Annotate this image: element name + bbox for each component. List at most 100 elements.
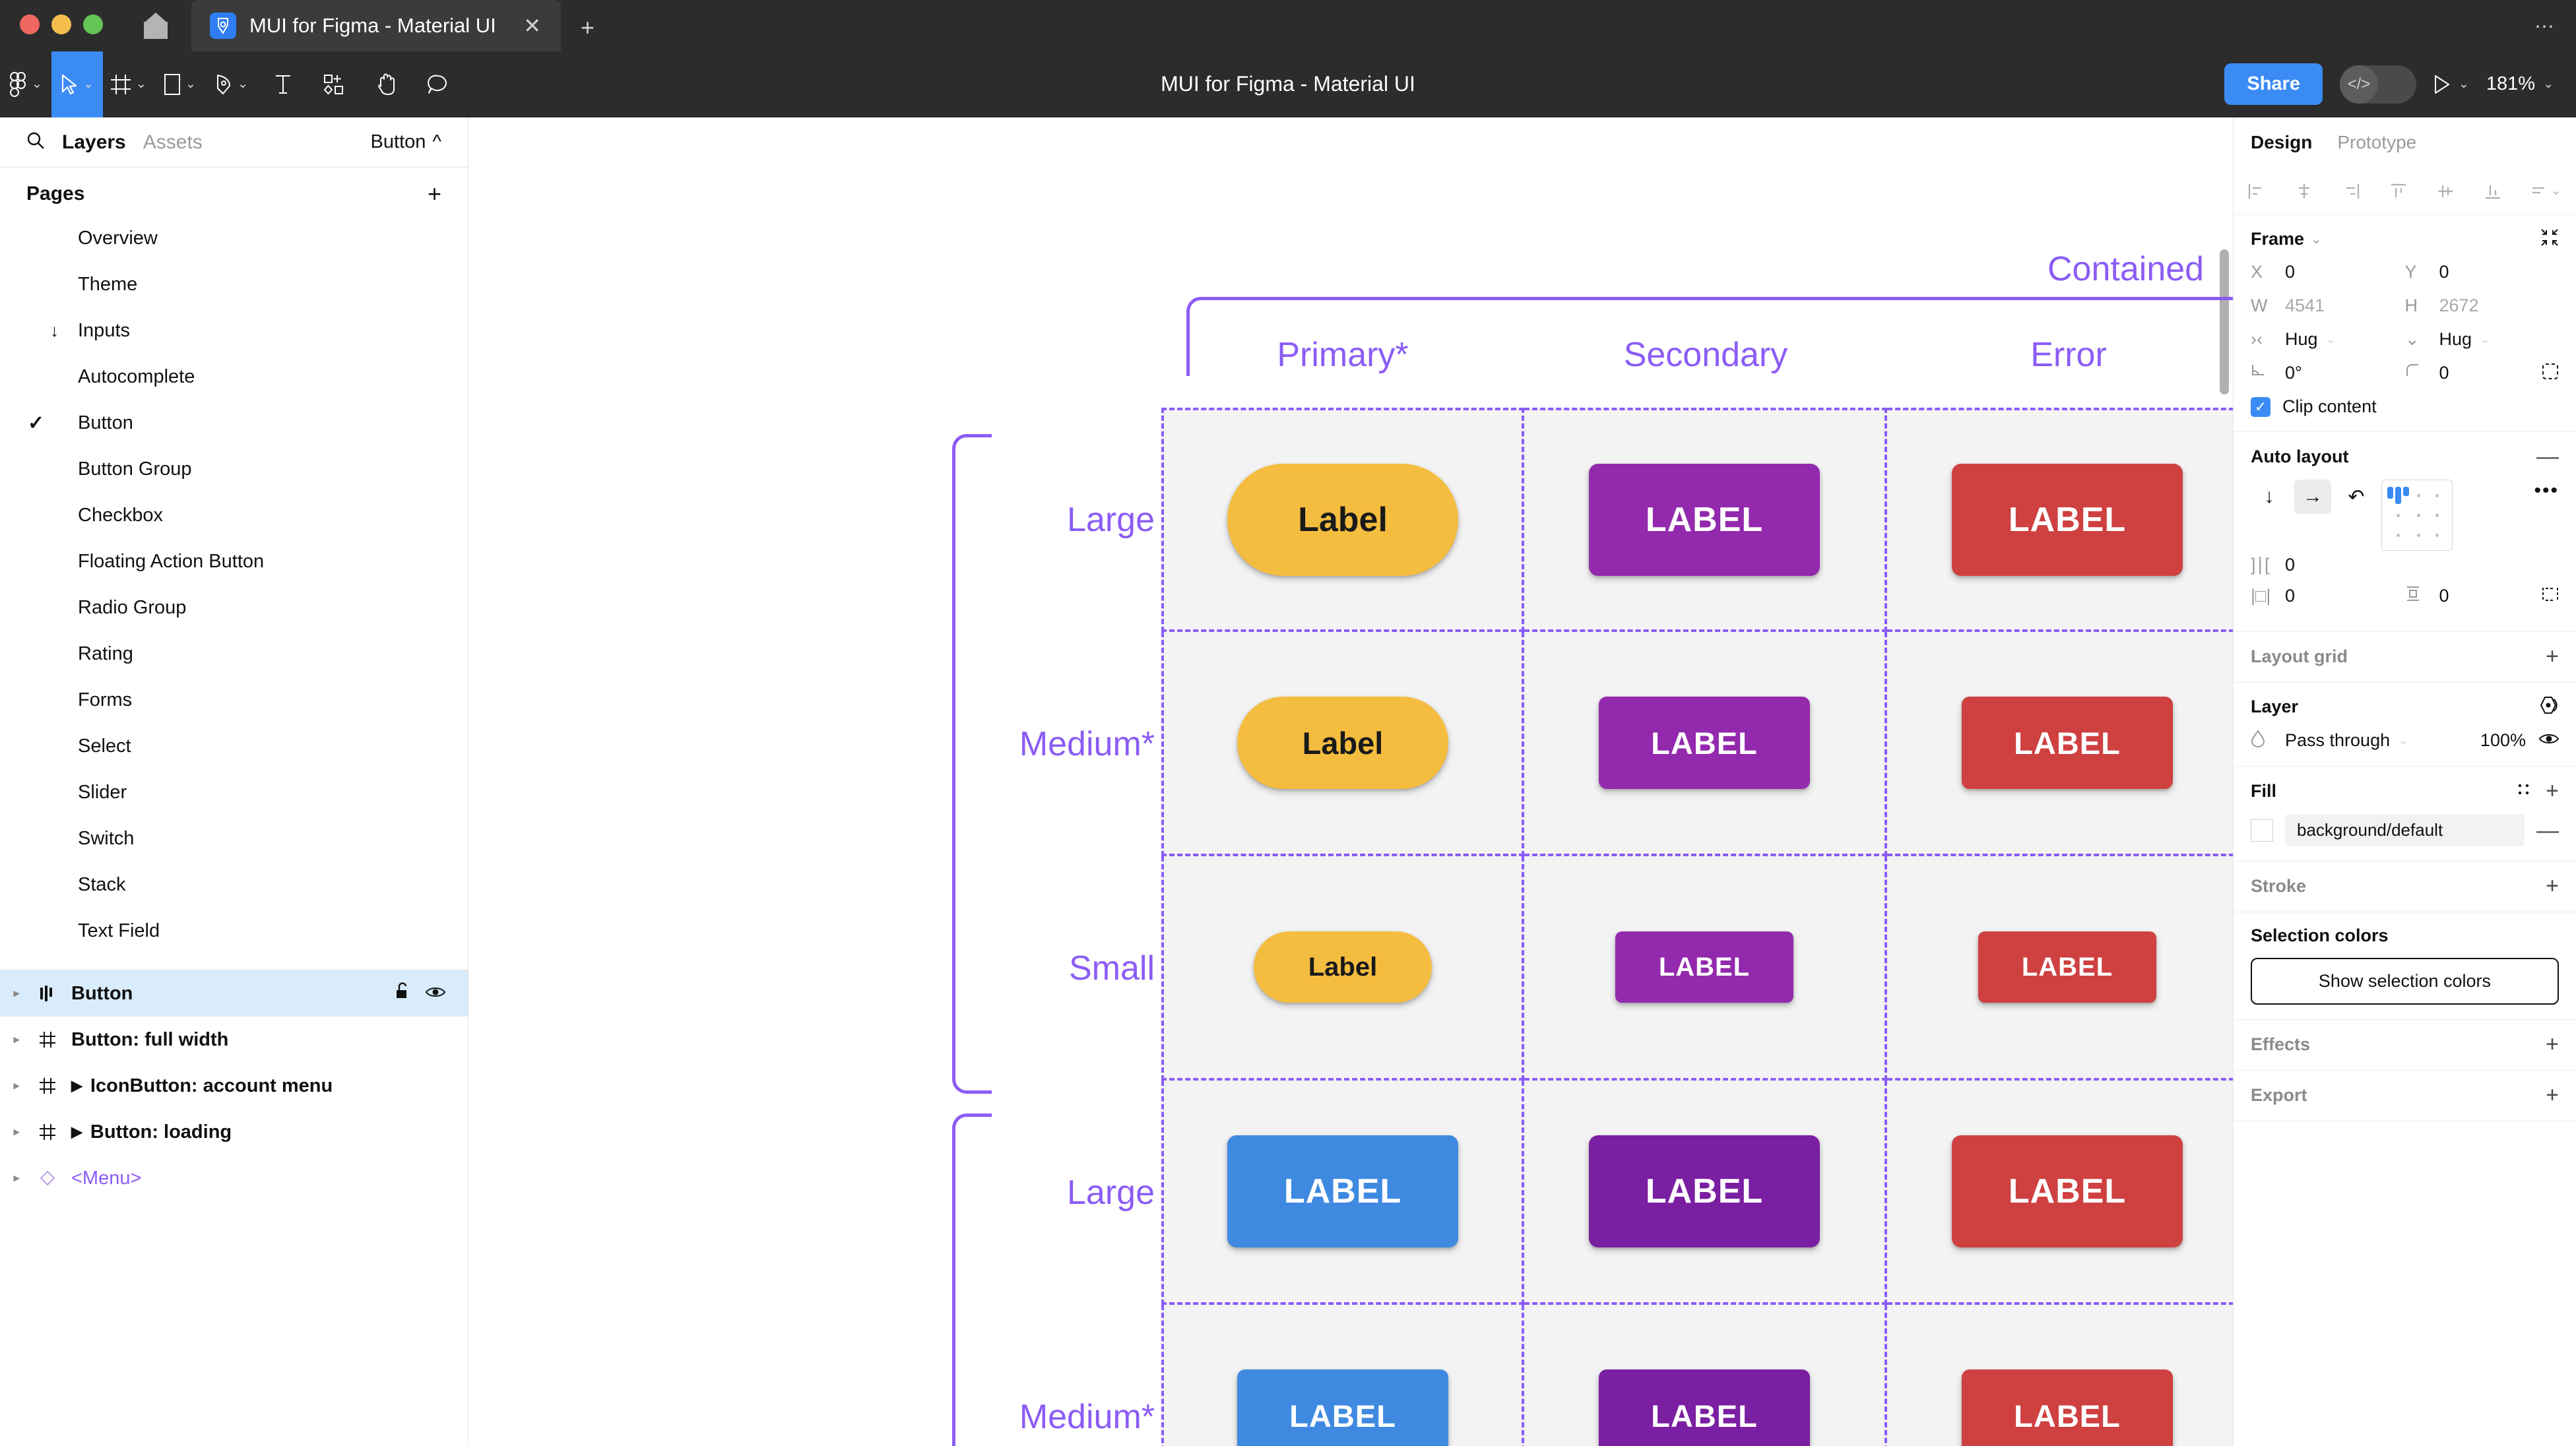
clip-content-checkbox[interactable]: ✓ [2251,396,2270,417]
material-button[interactable]: Label [1227,464,1458,576]
frame-x-field[interactable]: X 0 [2251,262,2405,282]
comment-tool-button[interactable] [412,51,463,117]
layer-row[interactable]: ▸<Menu> [0,1155,468,1201]
page-item-radio-group[interactable]: Radio Group [0,584,468,631]
page-item-stack[interactable]: Stack [0,862,468,908]
page-item-rating[interactable]: Rating [0,631,468,677]
material-button[interactable]: LABEL [1952,464,2183,576]
tab-assets[interactable]: Assets [143,131,203,153]
home-button[interactable] [120,0,191,51]
layer-row[interactable]: ▸▶Button: loading [0,1109,468,1155]
frame-rotation-field[interactable]: 0° [2251,363,2405,383]
page-item-overview[interactable]: Overview [0,215,468,261]
search-icon[interactable] [26,131,45,153]
distribute-menu-icon[interactable]: ⌄ [2531,183,2561,200]
fill-styles-icon[interactable] [2517,782,2531,800]
layer-row[interactable]: ▸▶IconButton: account menu [0,1063,468,1109]
close-window-button[interactable] [20,15,40,34]
material-button[interactable]: LABEL [1615,931,1793,1003]
add-page-icon[interactable]: + [427,180,441,207]
move-tool-button[interactable]: ⌄ [51,51,103,117]
resize-to-fit-icon[interactable] [2540,228,2559,250]
fill-style-token[interactable]: background/default [2285,814,2525,846]
tab-design[interactable]: Design [2251,132,2313,152]
align-top-center-cell[interactable] [2409,486,2428,505]
auto-layout-more-icon[interactable]: ••• [2534,480,2559,501]
share-button[interactable]: Share [2224,63,2323,105]
canvas-vertical-scrollbar[interactable] [2220,249,2229,394]
align-bottom-left-cell[interactable] [2387,525,2409,545]
align-right-icon[interactable] [2342,183,2360,200]
individual-padding-icon[interactable] [2542,586,2559,606]
material-button[interactable]: LABEL [1227,1135,1458,1247]
page-selector[interactable]: Button ^ [371,131,441,153]
minimize-window-button[interactable] [51,15,71,34]
align-bottom-icon[interactable] [2484,183,2501,200]
close-icon[interactable]: ✕ [523,14,541,38]
chevron-down-icon[interactable]: ⌄ [2311,232,2322,247]
frame-hug-vertical[interactable]: ⌄ Hug⌄ [2405,329,2560,350]
expand-arrow-icon[interactable]: ▶ [71,1123,82,1140]
add-layout-grid-icon[interactable]: + [2546,644,2559,669]
material-button[interactable]: LABEL [1237,1369,1448,1446]
zoom-control[interactable]: 181% ⌄ [2486,73,2554,95]
blend-mode-field[interactable]: Pass through⌄ [2251,730,2442,751]
material-button[interactable]: LABEL [1599,697,1810,789]
maximize-window-button[interactable] [83,15,103,34]
expand-arrow-icon[interactable]: ▶ [71,1077,82,1094]
align-vertical-center-icon[interactable] [2437,183,2454,200]
text-tool-button[interactable] [257,51,309,117]
page-item-checkbox[interactable]: Checkbox [0,492,468,538]
browser-overflow-icon[interactable]: ⋯ [2534,16,2556,38]
page-item-text-field[interactable]: Text Field [0,908,468,954]
align-horizontal-center-icon[interactable] [2296,183,2313,200]
new-tab-icon[interactable]: + [581,14,595,41]
page-item-switch[interactable]: Switch [0,815,468,862]
frame-tool-button[interactable]: ⌄ [103,51,154,117]
align-top-icon[interactable] [2390,183,2407,200]
page-item-autocomplete[interactable]: Autocomplete [0,354,468,400]
page-item-floating-action-button[interactable]: Floating Action Button [0,538,468,584]
add-stroke-icon[interactable]: + [2546,873,2559,898]
page-item-slider[interactable]: Slider [0,769,468,815]
page-item-forms[interactable]: Forms [0,677,468,723]
page-item-theme[interactable]: Theme [0,261,468,307]
figma-menu-button[interactable]: ⌄ [0,51,51,117]
direction-vertical-icon[interactable]: ↓ [2264,486,2274,507]
frame-h-field[interactable]: H 2672 [2405,296,2560,316]
align-bottom-right-cell[interactable] [2428,525,2447,545]
dev-mode-toggle[interactable]: </> [2339,65,2416,104]
align-mid-left-cell[interactable] [2387,505,2409,525]
layer-disclosure-icon[interactable]: ▸ [13,1172,20,1184]
frame-hug-horizontal[interactable]: ›‹ Hug⌄ [2251,329,2405,350]
unlock-icon[interactable] [395,982,410,1005]
layer-disclosure-icon[interactable]: ▸ [13,1125,20,1138]
vertical-padding-field[interactable]: 0 [2405,586,2560,606]
frame-name-label[interactable]: Contained [2047,250,2205,288]
resources-tool-button[interactable] [309,51,360,117]
material-button[interactable]: LABEL [1962,1369,2173,1446]
present-button[interactable]: ⌄ [2433,75,2469,94]
material-button[interactable]: LABEL [1952,1135,2183,1247]
visibility-eye-icon[interactable] [2538,732,2560,749]
material-button[interactable]: Label [1237,697,1448,789]
hand-tool-button[interactable] [360,51,412,117]
add-fill-icon[interactable]: + [2546,778,2559,803]
pen-tool-button[interactable]: ⌄ [206,51,257,117]
layer-settings-icon[interactable] [2539,696,2559,718]
direction-wrap-icon[interactable]: ↶ [2348,486,2365,508]
layer-row[interactable]: ▸Button [0,970,468,1017]
material-button[interactable]: LABEL [1978,931,2156,1003]
remove-fill-icon[interactable]: — [2536,817,2559,843]
gap-field[interactable]: ]∣[ 0 [2251,555,2405,575]
visibility-eye-icon[interactable] [425,983,446,1005]
material-button[interactable]: LABEL [1599,1369,1810,1446]
align-top-right-cell[interactable] [2428,486,2447,505]
horizontal-padding-field[interactable]: |□| 0 [2251,586,2405,606]
tab-layers[interactable]: Layers [62,131,126,153]
independent-corners-icon[interactable] [2542,363,2559,383]
page-item-inputs[interactable]: ↓Inputs [0,307,468,354]
clip-content-row[interactable]: ✓ Clip content [2251,396,2559,417]
material-button[interactable]: LABEL [1589,1135,1820,1247]
page-item-button-group[interactable]: Button Group [0,446,468,492]
